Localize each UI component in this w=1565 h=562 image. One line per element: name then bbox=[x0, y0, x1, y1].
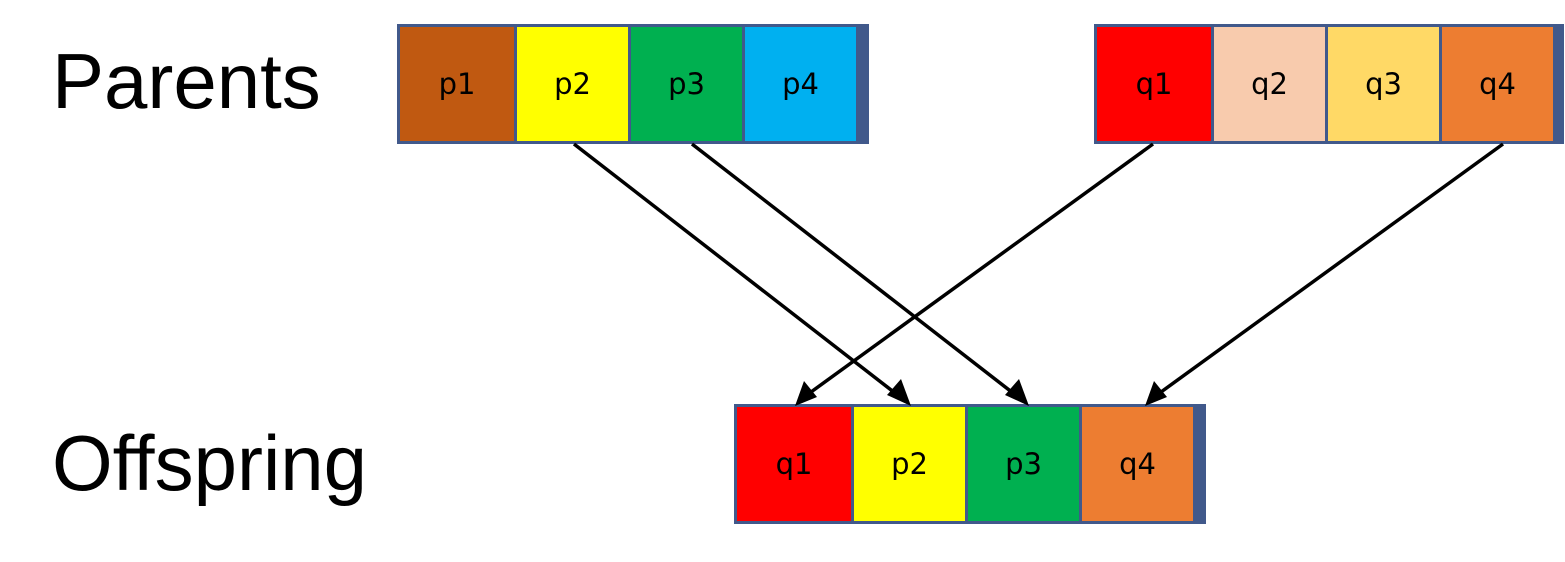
arrow-p3-to-offspring bbox=[690, 142, 1024, 402]
gene-p2: p2 bbox=[514, 27, 628, 141]
gene-p3: p3 bbox=[628, 27, 742, 141]
arrowhead-p3 bbox=[1005, 379, 1029, 406]
offspring-gene-4: q4 bbox=[1079, 407, 1193, 521]
gene-p4: p4 bbox=[742, 27, 856, 141]
parent-p-chromosome: p1 p2 p3 p4 bbox=[397, 24, 869, 144]
gene-q4: q4 bbox=[1439, 27, 1553, 141]
arrow-q1-to-offspring bbox=[798, 142, 1155, 402]
parent-q-chromosome: q1 q2 q3 q4 bbox=[1094, 24, 1564, 144]
offspring-gene-2: p2 bbox=[851, 407, 965, 521]
offspring-label: Offspring bbox=[52, 419, 368, 507]
arrow-p2-to-offspring bbox=[572, 142, 906, 402]
offspring-chromosome: q1 p2 p3 q4 bbox=[734, 404, 1206, 524]
parents-label: Parents bbox=[52, 37, 321, 125]
offspring-gene-1: q1 bbox=[737, 407, 851, 521]
gene-q1: q1 bbox=[1097, 27, 1211, 141]
gene-q3: q3 bbox=[1325, 27, 1439, 141]
offspring-gene-3: p3 bbox=[965, 407, 1079, 521]
arrowhead-q1 bbox=[795, 381, 817, 406]
arrow-q4-to-offspring bbox=[1148, 142, 1505, 402]
arrowhead-p2 bbox=[887, 379, 911, 406]
gene-p1: p1 bbox=[400, 27, 514, 141]
arrowhead-q4 bbox=[1145, 381, 1167, 406]
gene-q2: q2 bbox=[1211, 27, 1325, 141]
